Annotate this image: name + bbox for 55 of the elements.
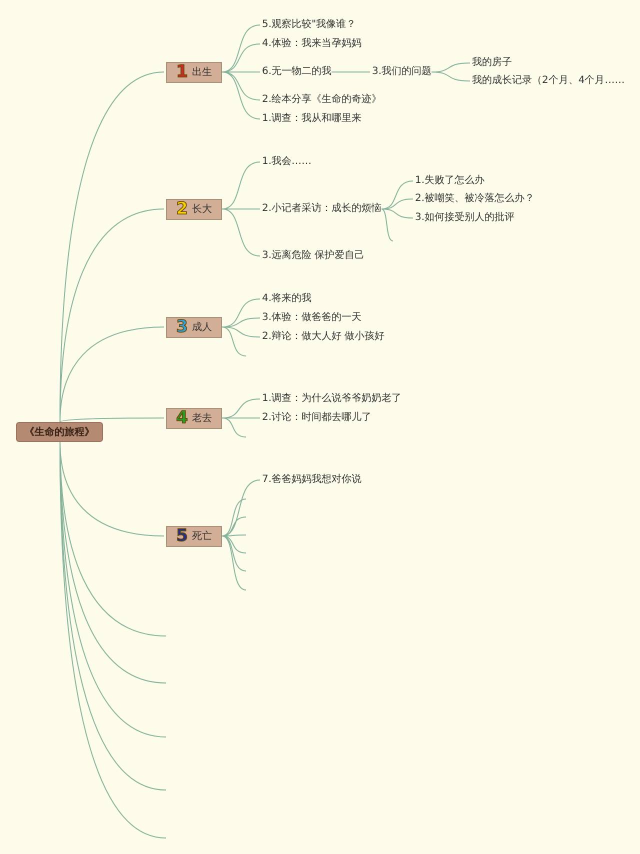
branch-label: 4.将来的我 xyxy=(262,293,312,305)
branch-line xyxy=(222,208,260,256)
topic-number: 1 xyxy=(176,64,188,80)
branch-line xyxy=(222,498,246,536)
topic-box xyxy=(166,316,222,338)
branch-label: 1.失败了怎么办 xyxy=(415,175,485,187)
topic-label: 出生 xyxy=(192,66,212,79)
branch-label: 2.小记者采访：成长的烦恼 xyxy=(262,203,382,215)
branch-label: 1.我会…… xyxy=(262,156,312,168)
branch-line xyxy=(222,24,260,72)
branch-label: 3.我们的问题 xyxy=(372,66,432,78)
branch-label: 2.辩论：做大人好 做小孩好 xyxy=(262,331,385,343)
branch-line xyxy=(222,516,246,536)
topic-number: 5 xyxy=(176,528,188,544)
branch-line xyxy=(222,72,260,120)
branch-line xyxy=(431,72,470,82)
branch-label: 我的成长记录（2个月、4个月…… xyxy=(472,75,625,87)
topic-box xyxy=(166,408,222,428)
branch-line xyxy=(222,326,246,356)
branch-label: 5.观察比较"我像谁？ xyxy=(262,19,356,31)
topic-label: 长大 xyxy=(192,202,212,216)
branch-line xyxy=(222,536,246,572)
topic-number: 3 xyxy=(176,318,188,336)
branch-label: 6.无一物二的我 xyxy=(262,66,332,78)
topic-number: 4 xyxy=(176,410,188,426)
branch-line xyxy=(60,418,164,422)
topic-number: 2 xyxy=(176,200,188,218)
branch-label: 1.调查：我从和哪里来 xyxy=(262,113,362,125)
topic-label: 死亡 xyxy=(192,530,212,543)
branch-line xyxy=(222,418,246,438)
branch-line xyxy=(222,536,246,590)
branch-label: 4.体验：我来当孕妈妈 xyxy=(262,38,362,50)
branch-line xyxy=(60,326,164,422)
topic-box xyxy=(166,526,222,546)
branch-label: 3.如何接受别人的批评 xyxy=(415,212,515,224)
branch-label: 2.绘本分享《生命的奇迹》 xyxy=(262,94,382,106)
topic-box xyxy=(166,198,222,220)
branch-line xyxy=(222,162,260,210)
branch-label: 1.调查：为什么说爷爷奶奶老了 xyxy=(262,393,402,405)
branch-label: 2.被嘲笑、被冷落怎么办？ xyxy=(415,193,535,205)
branch-line xyxy=(222,208,260,210)
root-topic-box: 《生命的旅程》 xyxy=(16,422,103,442)
branch-label: 我的房子 xyxy=(472,57,512,69)
branch-label: 3.体验：做爸爸的一天 xyxy=(262,312,362,324)
topic-label: 成人 xyxy=(192,320,212,334)
branch-label: 2.讨论：时间都去哪儿了 xyxy=(262,412,372,424)
branch-line xyxy=(222,72,260,100)
branch-line xyxy=(222,536,246,554)
branch-label: 7.爸爸妈妈我想对你说 xyxy=(262,474,362,486)
topic-box xyxy=(166,62,222,82)
branch-label: 3.远离危险 保护爱自己 xyxy=(262,250,365,262)
branch-line xyxy=(381,208,414,218)
topic-label: 老去 xyxy=(192,412,212,425)
branch-line xyxy=(222,326,260,338)
branch-line xyxy=(381,208,394,242)
